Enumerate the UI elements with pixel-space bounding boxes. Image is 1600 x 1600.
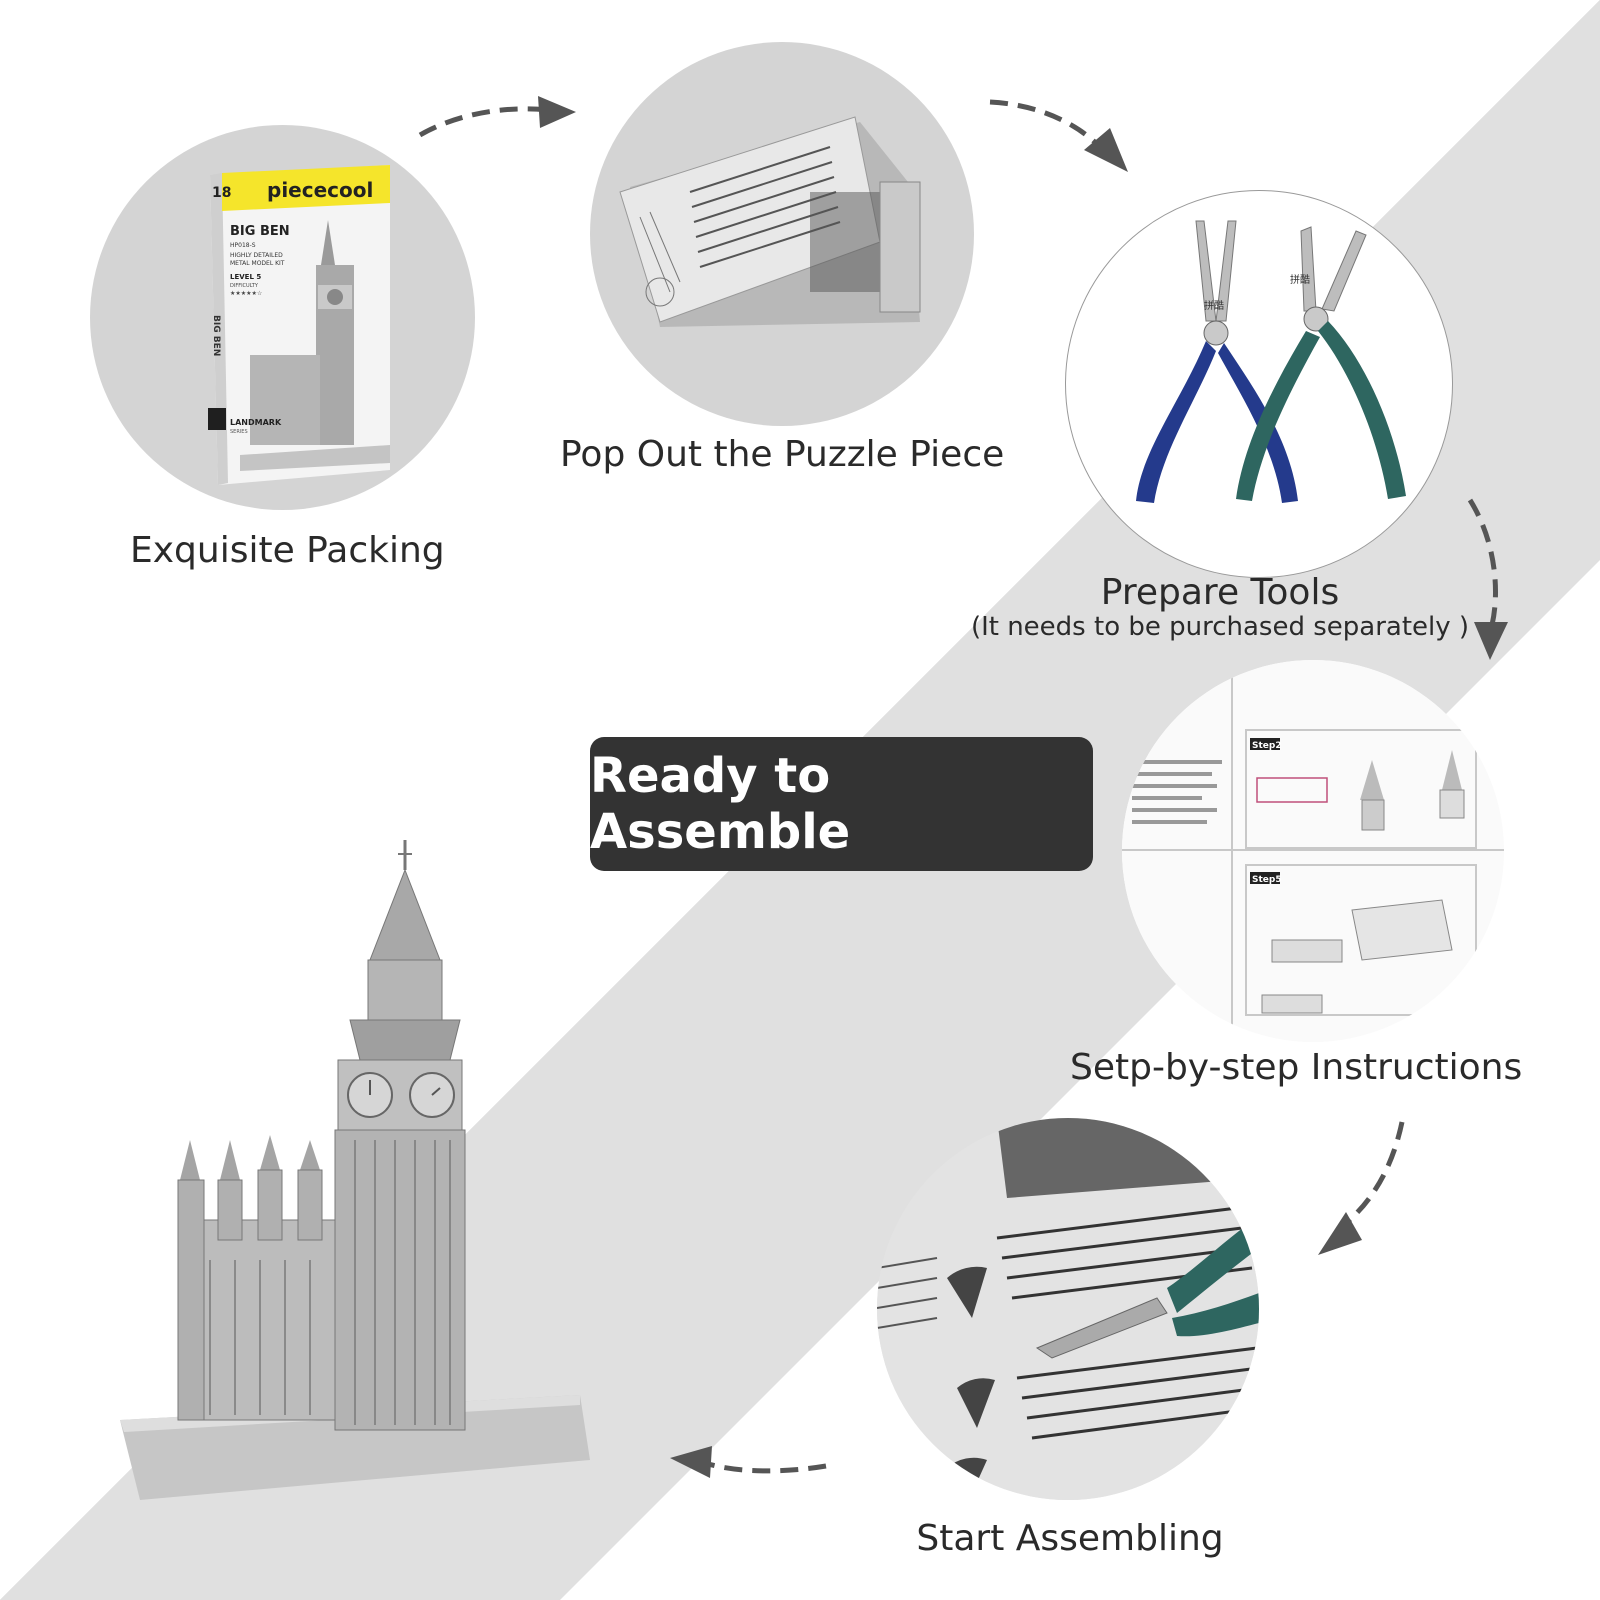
- pliers-image: 拼酷 拼酷: [1136, 220, 1406, 503]
- metal-sheet-image: [619, 116, 921, 327]
- step-label-assembling: Start Assembling: [916, 1518, 1224, 1559]
- manual-step5-label: Step5: [1252, 875, 1282, 885]
- blue-pliers: [1136, 220, 1298, 503]
- manual-step2-label: Step2: [1252, 741, 1282, 751]
- box-desc1: HIGHLY DETAILED: [230, 252, 283, 259]
- step-label-instructions: Setp-by-step Instructions: [1070, 1047, 1523, 1088]
- step-circle-instructions: Step2 Step5: [1122, 660, 1504, 1042]
- kit-box-image: piececool 18 BIG BEN HP018-S HIGHLY DETA…: [208, 165, 390, 485]
- step-label-packing: Exquisite Packing: [130, 530, 445, 571]
- pliers-mark-green: 拼酷: [1290, 273, 1310, 286]
- green-pliers: [1236, 226, 1406, 501]
- step-circle-assembling: [877, 1118, 1259, 1500]
- step-sublabel-tools: (It needs to be purchased separately ): [970, 612, 1470, 642]
- box-code: HP018-S: [230, 242, 256, 249]
- box-title: BIG BEN: [230, 224, 290, 239]
- ready-to-assemble-label: Ready to Assemble: [590, 748, 851, 860]
- step-label-sheet: Pop Out the Puzzle Piece: [560, 434, 1005, 475]
- box-level: LEVEL 5: [230, 273, 261, 281]
- step-circle-tools: 拼酷 拼酷: [1065, 190, 1453, 578]
- step-circle-sheet: [590, 42, 974, 426]
- box-tower-icon: [240, 220, 390, 471]
- box-difficulty: DIFFICULTY: [230, 283, 259, 289]
- box-desc2: METAL MODEL KIT: [230, 260, 285, 267]
- big-ben-model-image: [120, 840, 590, 1500]
- step-circle-packing: piececool 18 BIG BEN HP018-S HIGHLY DETA…: [90, 125, 475, 510]
- box-series: LANDMARK: [230, 418, 282, 427]
- ready-to-assemble-banner: Ready to Assemble: [590, 737, 1093, 871]
- instruction-manual-image: Step2 Step5: [1122, 660, 1504, 1042]
- box-spine-title: BIG BEN: [211, 315, 221, 356]
- box-badge: 18: [212, 185, 231, 201]
- assembling-image: [877, 1118, 1259, 1500]
- box-series-sub: SERIES: [230, 429, 248, 435]
- svg-text:★★★★★☆: ★★★★★☆: [230, 290, 262, 297]
- box-brand: piececool: [267, 178, 373, 202]
- step-label-tools: Prepare Tools: [1100, 572, 1340, 613]
- pliers-mark-blue: 拼酷: [1204, 299, 1224, 312]
